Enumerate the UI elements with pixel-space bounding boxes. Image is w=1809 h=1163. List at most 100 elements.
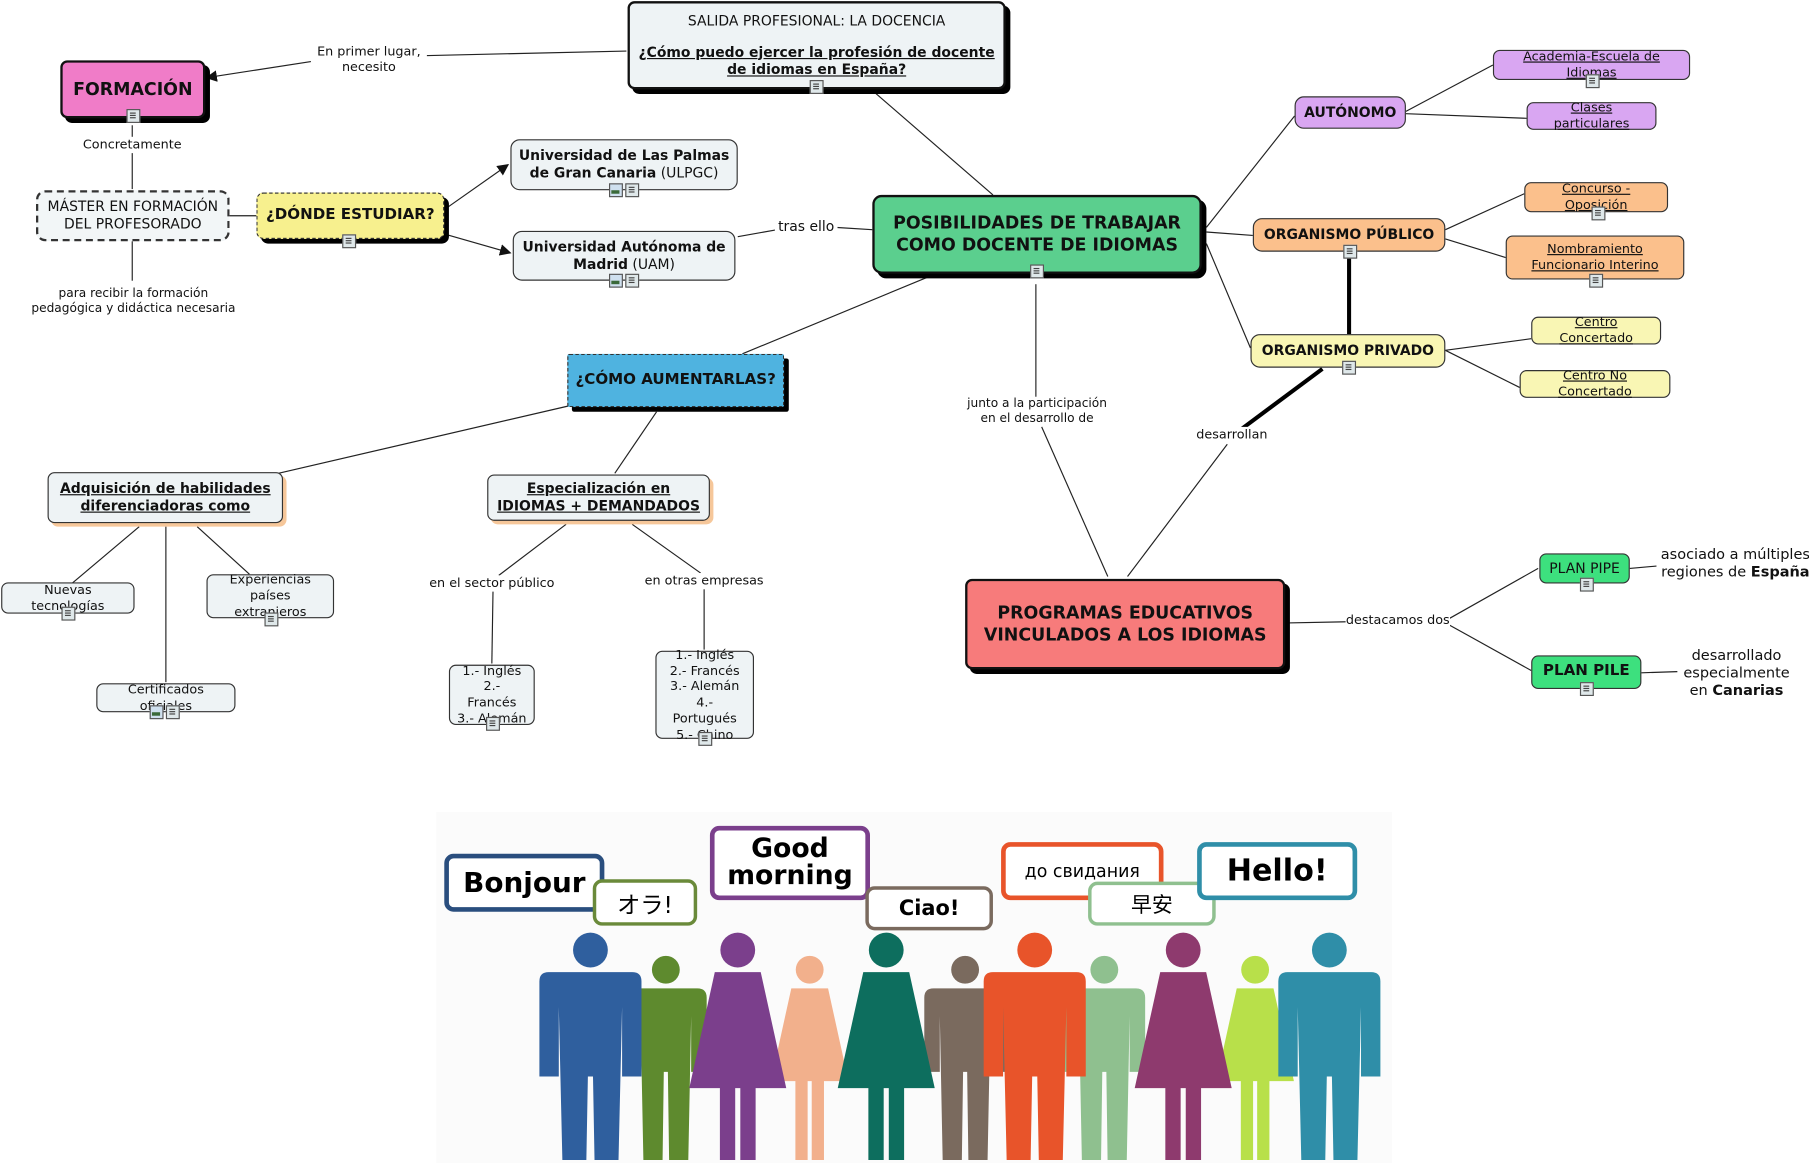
- label-junto: junto a la participación en el desarroll…: [962, 396, 1112, 426]
- speech-ora: オラ!: [592, 879, 698, 926]
- note-icon[interactable]: [1579, 577, 1594, 592]
- nombramiento-node[interactable]: Nombramiento Funcionario Interino: [1505, 235, 1685, 280]
- person-figure: [625, 955, 707, 1160]
- person-figure: [1278, 932, 1381, 1160]
- person-figure: [689, 932, 787, 1160]
- academia-label: Academia-Escuela de Idiomas: [1523, 49, 1660, 81]
- note-icon[interactable]: [1589, 273, 1604, 288]
- centro-no-concertado-node[interactable]: Centro No Concertado: [1519, 368, 1671, 400]
- lista-empresas-4: 4.- Portugués: [672, 694, 737, 726]
- label-tras-ello: tras ello: [774, 218, 838, 235]
- speech-good-morning: Good morning: [709, 825, 870, 901]
- note-icon[interactable]: [625, 273, 640, 288]
- especializacion-node[interactable]: Especialización en IDIOMAS + DEMANDADOS: [487, 474, 710, 521]
- centro-concertado-label: Centro Concertado: [1559, 314, 1633, 346]
- speech-bonjour: Bonjour: [444, 853, 605, 912]
- image-icon[interactable]: [609, 273, 623, 288]
- donde-estudiar-node[interactable]: ¿DÓNDE ESTUDIAR?: [256, 192, 445, 239]
- lista-empresas-1: 1.- Inglés: [675, 646, 735, 663]
- experiencias-label: Experiencias países extranjeros: [229, 572, 311, 619]
- lista-empresas-2: 2.- Francés: [669, 662, 740, 679]
- master-label: MÁSTER EN FORMACIÓN DEL PROFESORADO: [47, 198, 219, 232]
- nombramiento-label: Nombramiento Funcionario Interino: [1531, 241, 1659, 273]
- central-node[interactable]: POSIBILIDADES DE TRABAJAR COMO DOCENTE D…: [872, 194, 1202, 274]
- lista-publico-2: 2.- Francés: [467, 678, 517, 710]
- note-icon[interactable]: [1030, 264, 1044, 279]
- note-icon[interactable]: [61, 606, 76, 621]
- note-icon[interactable]: [1591, 206, 1606, 221]
- lista-empresas-node[interactable]: 1.- Inglés 2.- Francés 3.- Alemán 4.- Po…: [655, 647, 754, 742]
- note-icon[interactable]: [1343, 244, 1358, 259]
- autonomo-label: AUTÓNOMO: [1304, 103, 1397, 121]
- attachment-icons: [809, 80, 825, 94]
- uam-name: Universidad Autónoma de Madrid: [522, 238, 726, 273]
- note-icon[interactable]: [1585, 74, 1600, 89]
- formacion-node[interactable]: FORMACIÓN: [60, 60, 206, 119]
- label-destacamos: destacamos dos: [1345, 612, 1450, 628]
- career-title: SALIDA PROFESIONAL: LA DOCENCIA: [687, 12, 946, 29]
- donde-label: ¿DÓNDE ESTUDIAR?: [266, 206, 435, 224]
- clases-node[interactable]: Clases particulares: [1526, 100, 1657, 132]
- clases-label: Clases particulares: [1553, 100, 1630, 132]
- centro-concertado-node[interactable]: Centro Concertado: [1531, 314, 1662, 346]
- pile-note-bold: Canarias: [1712, 680, 1784, 699]
- organismo-publico-node[interactable]: ORGANISMO PÚBLICO: [1252, 218, 1446, 252]
- formacion-label: FORMACIÓN: [73, 78, 193, 100]
- image-icon[interactable]: [609, 183, 623, 198]
- pipe-note-text: asociado a múltiples regiones de: [1660, 545, 1809, 580]
- adquisicion-label: Adquisición de habilidades diferenciador…: [59, 480, 271, 514]
- note-icon[interactable]: [698, 731, 713, 746]
- academia-node[interactable]: Academia-Escuela de Idiomas: [1492, 49, 1691, 81]
- plan-pipe-label: PLAN PIPE: [1549, 559, 1620, 576]
- person-figure: [983, 932, 1086, 1160]
- especializacion-line2: IDIOMAS + DEMANDADOS: [497, 497, 700, 514]
- especializacion-line1: Especialización en: [526, 480, 671, 497]
- plan-pile-label: PLAN PILE: [1542, 662, 1630, 681]
- label-para-recibir: para recibir la formación pedagógica y d…: [23, 286, 244, 316]
- person-figure: [770, 955, 849, 1160]
- speech-hello: Hello!: [1197, 842, 1358, 901]
- people-illustration: Bonjour オラ! Good morning Ciao! до свидан…: [436, 812, 1392, 1163]
- person-figure: [837, 932, 935, 1160]
- person-figure: [539, 932, 642, 1160]
- adquisicion-node[interactable]: Adquisición de habilidades diferenciador…: [47, 472, 284, 524]
- note-icon[interactable]: [342, 234, 357, 249]
- uam-acronym: (UAM): [627, 255, 675, 273]
- organismo-privado-label: ORGANISMO PRIVADO: [1261, 342, 1435, 359]
- note-icon[interactable]: [126, 109, 141, 123]
- experiencias-node[interactable]: Experiencias países extranjeros: [206, 572, 335, 619]
- lista-publico-1: 1.- Inglés: [462, 662, 522, 679]
- note-icon[interactable]: [486, 716, 500, 731]
- nuevas-label: Nuevas tecnologías: [31, 582, 105, 614]
- speech-chinese: 早安: [1088, 881, 1216, 926]
- ulpgc-node[interactable]: Universidad de Las Palmas de Gran Canari…: [510, 139, 738, 191]
- ulpgc-name: Universidad de Las Palmas de Gran Canari…: [518, 147, 730, 181]
- uam-node[interactable]: Universidad Autónoma de Madrid (UAM): [512, 230, 736, 281]
- note-icon[interactable]: [809, 80, 824, 94]
- note-icon[interactable]: [165, 705, 180, 720]
- organismo-publico-label: ORGANISMO PÚBLICO: [1263, 226, 1435, 243]
- image-icon[interactable]: [149, 705, 164, 720]
- people-figures: [539, 932, 1381, 1160]
- concurso-node[interactable]: Concurso - Oposición: [1524, 181, 1669, 213]
- centro-no-concertado-label: Centro No Concertado: [1558, 368, 1632, 400]
- como-aumentarlas-node[interactable]: ¿CÓMO AUMENTARLAS?: [567, 353, 785, 408]
- ulpgc-acronym: (ULPGC): [656, 164, 719, 181]
- master-node[interactable]: MÁSTER EN FORMACIÓN DEL PROFESORADO: [35, 190, 230, 242]
- programas-label: PROGRAMAS EDUCATIVOS VINCULADOS A LOS ID…: [983, 602, 1267, 645]
- label-pipe-note: asociado a múltiples regiones de España: [1656, 545, 1809, 580]
- note-icon[interactable]: [264, 612, 279, 627]
- programas-node[interactable]: PROGRAMAS EDUCATIVOS VINCULADOS A LOS ID…: [965, 578, 1286, 670]
- como-aumentarlas-label: ¿CÓMO AUMENTARLAS?: [575, 371, 776, 389]
- label-en-primer-lugar: En primer lugar, necesito: [310, 44, 427, 75]
- note-icon[interactable]: [625, 183, 640, 198]
- autonomo-node[interactable]: AUTÓNOMO: [1294, 96, 1406, 129]
- note-icon[interactable]: [1579, 682, 1594, 696]
- note-icon[interactable]: [1342, 360, 1357, 375]
- career-question: ¿Cómo puedo ejercer la profesión de doce…: [638, 43, 995, 78]
- career-question-node[interactable]: SALIDA PROFESIONAL: LA DOCENCIA ¿Cómo pu…: [627, 1, 1006, 90]
- label-desarrollan: desarrollan: [1194, 426, 1270, 443]
- label-sector-publico: en el sector público: [426, 575, 557, 591]
- pile-note-text: desarrollado especialmente en: [1683, 646, 1790, 699]
